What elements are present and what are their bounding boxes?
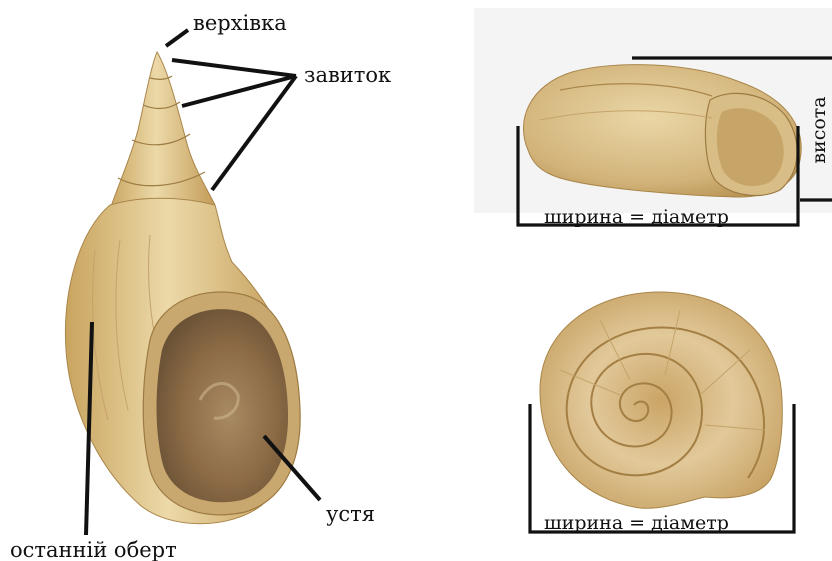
label-whorl: завиток — [304, 63, 391, 87]
label-width-side: ширина = діаметр — [544, 206, 729, 228]
label-height: висота — [808, 96, 830, 163]
land-snail-top-view-image — [540, 292, 782, 508]
label-width-top: ширина = діаметр — [544, 512, 729, 534]
label-aperture: устя — [326, 502, 375, 526]
label-last-whorl: останній оберт — [10, 538, 177, 561]
label-apex: верхівка — [193, 11, 287, 35]
land-snail-side-view-image — [474, 8, 832, 213]
pond-snail-shell-image — [65, 52, 300, 524]
